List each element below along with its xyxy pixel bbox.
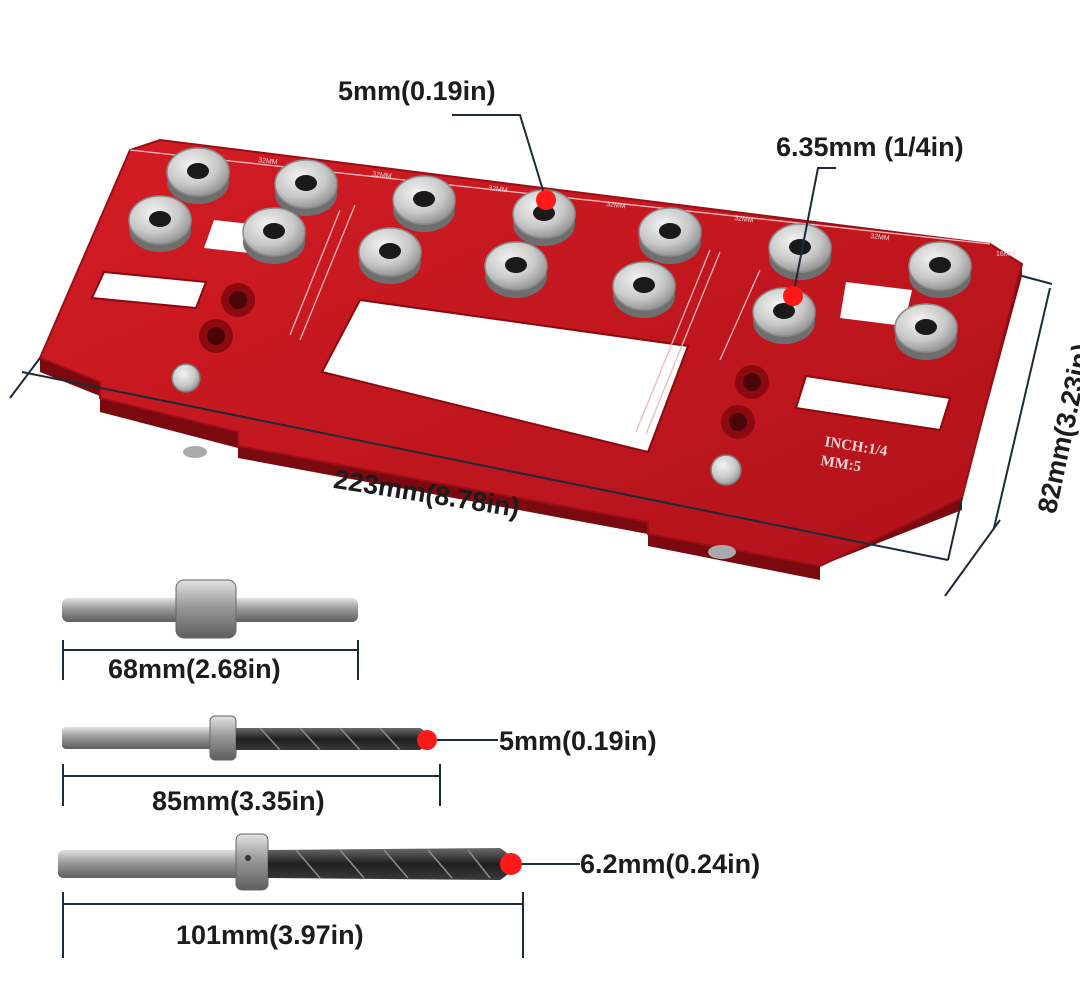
marker-5mm-hole bbox=[536, 190, 556, 210]
bushing bbox=[242, 207, 306, 264]
dowel-pin bbox=[62, 579, 358, 639]
right-slot bbox=[794, 374, 952, 432]
marker-635mm-hole bbox=[783, 286, 803, 306]
drill-bit-5mm bbox=[62, 715, 429, 761]
bit1-dimension bbox=[62, 739, 498, 806]
callout-leaders bbox=[452, 114, 836, 297]
bushing bbox=[484, 241, 548, 298]
engraving-spacing-2: 32MM bbox=[372, 171, 392, 180]
left-slot bbox=[90, 270, 208, 310]
bushing bbox=[166, 147, 230, 204]
label-dowel-pin: 68mm(2.68in) bbox=[108, 654, 281, 684]
engraving-spacing-5: 32MM bbox=[734, 215, 754, 224]
engraving-spacing-4: 32MM bbox=[606, 201, 626, 210]
center-window bbox=[320, 298, 690, 454]
upper-right-cutout bbox=[840, 282, 912, 326]
locating-pins bbox=[171, 363, 742, 559]
label-bit2-length: 101mm(3.97in) bbox=[176, 920, 364, 950]
label-hole-5mm: 5mm(0.19in) bbox=[338, 76, 496, 106]
label-bit1-diameter: 5mm(0.19in) bbox=[499, 726, 657, 756]
bushing bbox=[908, 241, 972, 298]
engraving-spacing-1: 32MM bbox=[258, 157, 278, 166]
bushing bbox=[128, 195, 192, 252]
drill-bushings bbox=[128, 147, 972, 360]
threaded-holes bbox=[199, 283, 769, 439]
drill-bit-62mm bbox=[58, 833, 513, 891]
bushing bbox=[392, 175, 456, 232]
dimension-lines bbox=[9, 275, 1053, 597]
bushing bbox=[894, 303, 958, 360]
label-bit2-diameter: 6.2mm(0.24in) bbox=[580, 849, 761, 879]
engraving-spacing-3: 32MM bbox=[488, 185, 508, 194]
engraving-mm: MM:5 bbox=[819, 453, 862, 475]
bushing bbox=[768, 223, 832, 280]
bit2-dimension bbox=[62, 863, 580, 958]
bushing bbox=[274, 159, 338, 216]
marker-bit2-tip bbox=[500, 853, 522, 875]
label-bit1-length: 85mm(3.35in) bbox=[152, 786, 325, 816]
dowel-dimension bbox=[62, 640, 359, 680]
marker-bit1-tip bbox=[417, 730, 437, 750]
label-hole-635mm: 6.35mm (1/4in) bbox=[776, 132, 964, 162]
bushing bbox=[612, 261, 676, 318]
bushing bbox=[358, 227, 422, 284]
engraving-edge: 16MM bbox=[996, 251, 1016, 258]
bushing bbox=[638, 207, 702, 264]
engraving-spacing-6: 32MM bbox=[870, 233, 890, 242]
bushing bbox=[512, 189, 576, 246]
